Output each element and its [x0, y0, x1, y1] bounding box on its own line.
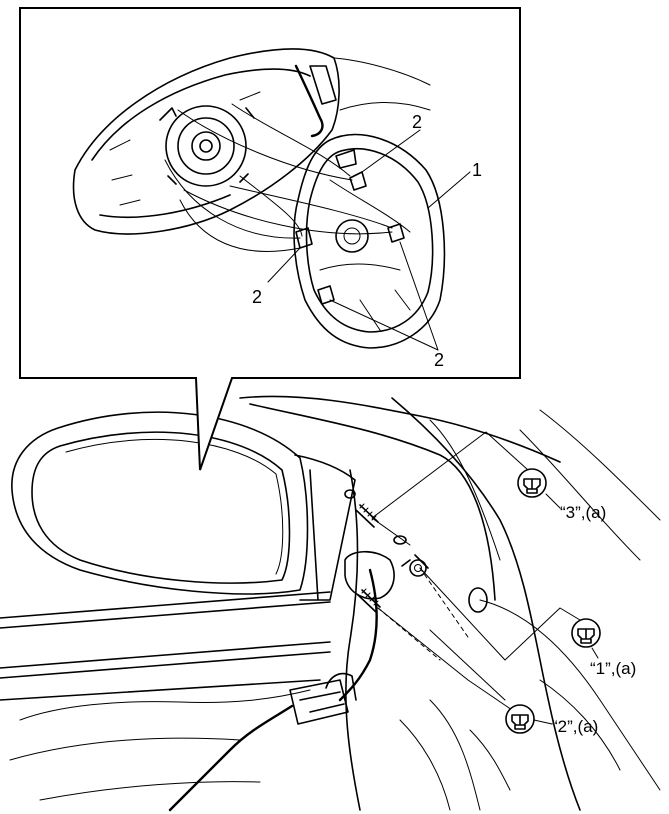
clip-label: 2	[434, 350, 444, 370]
door-trim-rail	[0, 591, 331, 701]
housing-back	[72, 48, 340, 235]
clip-label: 2	[252, 287, 262, 307]
wire	[294, 64, 324, 138]
nut-icon	[517, 468, 547, 498]
clip	[387, 223, 405, 243]
actuator	[165, 105, 247, 187]
mount-hole	[344, 489, 356, 499]
door-mirror-assembly: “3”,(a) “1”,(a) “2”,(a)	[0, 395, 661, 812]
callout-label-1: “1”,(a)	[590, 659, 636, 678]
part-label: 1	[472, 160, 482, 180]
callout-label-3: “3”,(a)	[560, 503, 606, 522]
wire-harness	[338, 568, 378, 702]
leader-line-3	[371, 431, 529, 546]
detail-inset: 2 1 2 2	[19, 7, 521, 471]
clip-label: 2	[412, 112, 422, 132]
connector	[289, 679, 349, 725]
door-outline	[239, 395, 561, 463]
nut-1	[409, 559, 427, 577]
mount-hole	[393, 535, 407, 545]
mirror-glass-back	[293, 133, 446, 349]
leader-line-1	[419, 567, 581, 661]
nut-icon	[571, 618, 601, 648]
stud-3	[355, 503, 379, 528]
nut-icon	[505, 704, 535, 734]
mirror-housing	[11, 411, 309, 595]
mount-hole	[468, 587, 488, 613]
harness-opening	[344, 550, 395, 600]
leader-line-2	[377, 607, 513, 711]
inset-frame	[19, 7, 521, 471]
clip	[349, 171, 367, 191]
callout-label-2: “2”,(a)	[552, 717, 598, 736]
mirror-glass	[31, 431, 291, 584]
mirror-base	[294, 454, 356, 601]
stud-2	[357, 588, 381, 613]
clip	[317, 285, 335, 305]
